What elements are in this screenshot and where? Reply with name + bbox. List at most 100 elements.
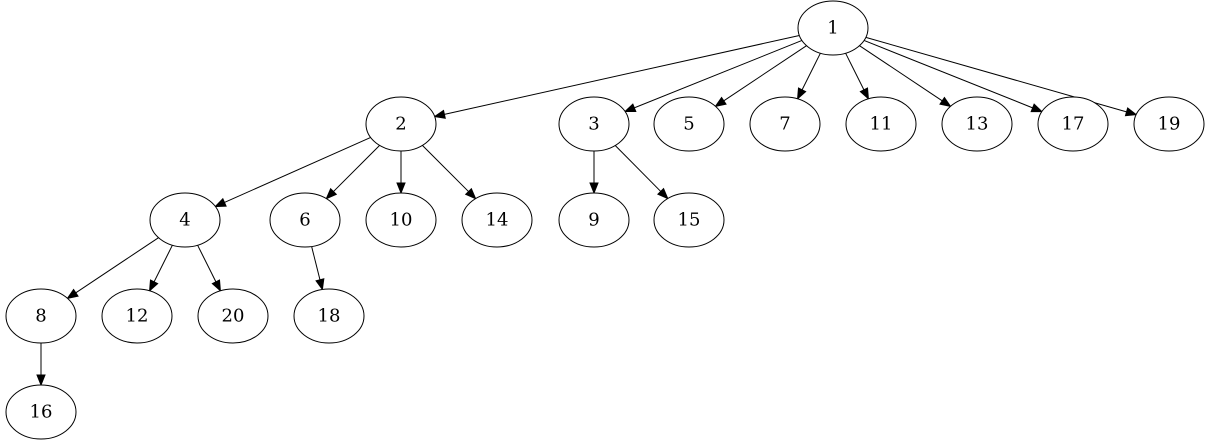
- edge-2-14: [422, 145, 477, 200]
- node-label: 10: [390, 210, 413, 231]
- edge-1-17: [863, 39, 1044, 113]
- edge-line: [153, 244, 173, 283]
- node-label: 14: [486, 210, 509, 231]
- node-9: 9: [558, 192, 630, 248]
- edges-layer: [36, 34, 1138, 387]
- edge-1-3: [623, 40, 803, 113]
- node-ellipse: [293, 288, 365, 344]
- node-label: 12: [126, 306, 149, 327]
- node-ellipse: [5, 384, 77, 440]
- edge-line: [224, 137, 371, 203]
- node-ellipse: [653, 192, 725, 248]
- edge-line: [634, 40, 803, 109]
- edge-line: [801, 52, 821, 91]
- arrowhead-icon: [211, 279, 222, 293]
- edge-line: [75, 237, 159, 294]
- arrowhead-icon: [66, 288, 79, 300]
- arrowhead-icon: [714, 96, 727, 108]
- node-label: 15: [678, 210, 701, 231]
- edge-3-15: [614, 145, 669, 200]
- node-5: 5: [653, 96, 725, 152]
- node-4: 4: [149, 192, 221, 248]
- edge-8-16: [36, 343, 46, 387]
- node-17: 17: [1037, 96, 1109, 152]
- node-18: 18: [293, 288, 365, 344]
- node-label: 20: [222, 306, 245, 327]
- arrowhead-icon: [1030, 103, 1044, 113]
- node-label: 5: [683, 114, 694, 135]
- node-label: 16: [30, 402, 53, 423]
- node-label: 3: [588, 114, 599, 135]
- node-label: 4: [179, 210, 190, 231]
- node-label: 2: [395, 114, 406, 135]
- node-label: 19: [1158, 114, 1181, 135]
- node-label: 13: [966, 114, 989, 135]
- node-ellipse: [5, 288, 77, 344]
- edge-2-10: [396, 151, 406, 195]
- arrowhead-icon: [148, 279, 159, 293]
- node-16: 16: [5, 384, 77, 440]
- node-2: 2: [365, 96, 437, 152]
- arrowhead-icon: [315, 278, 325, 291]
- node-15: 15: [653, 192, 725, 248]
- arrowhead-icon: [36, 374, 46, 387]
- node-label: 11: [870, 114, 893, 135]
- edge-line: [311, 246, 321, 280]
- node-11: 11: [845, 96, 917, 152]
- node-ellipse: [941, 96, 1013, 152]
- node-ellipse: [1037, 96, 1109, 152]
- node-ellipse: [269, 192, 341, 248]
- edge-line: [859, 45, 943, 102]
- arrowhead-icon: [464, 187, 477, 200]
- node-ellipse: [797, 0, 869, 56]
- edge-4-8: [66, 237, 159, 300]
- node-1: 1: [797, 0, 869, 56]
- arrowhead-icon: [325, 187, 338, 200]
- arrowhead-icon: [657, 187, 669, 200]
- edge-3-9: [589, 151, 599, 195]
- arrowhead-icon: [939, 96, 952, 108]
- node-19: 19: [1133, 96, 1205, 152]
- node-13: 13: [941, 96, 1013, 152]
- node-label: 8: [35, 306, 46, 327]
- edge-2-6: [325, 145, 380, 200]
- node-6: 6: [269, 192, 341, 248]
- edge-1-7: [796, 52, 821, 101]
- node-7: 7: [749, 96, 821, 152]
- arrowhead-icon: [796, 87, 807, 101]
- node-label: 9: [588, 210, 599, 231]
- node-10: 10: [365, 192, 437, 248]
- edge-2-4: [214, 137, 371, 208]
- edge-line: [614, 145, 662, 192]
- edge-line: [333, 145, 380, 192]
- edge-1-11: [845, 52, 870, 101]
- node-ellipse: [461, 192, 533, 248]
- edge-1-13: [859, 45, 952, 108]
- node-8: 8: [5, 288, 77, 344]
- edge-line: [197, 244, 217, 283]
- node-ellipse: [365, 192, 437, 248]
- edge-4-12: [148, 244, 173, 293]
- edge-line: [863, 39, 1033, 109]
- node-ellipse: [1133, 96, 1205, 152]
- node-ellipse: [149, 192, 221, 248]
- arrowhead-icon: [859, 87, 870, 101]
- node-ellipse: [653, 96, 725, 152]
- edge-6-18: [311, 246, 325, 291]
- node-ellipse: [197, 288, 269, 344]
- arrowhead-icon: [396, 182, 406, 195]
- edge-line: [723, 45, 807, 102]
- node-20: 20: [197, 288, 269, 344]
- edge-line: [845, 52, 865, 91]
- edge-line: [422, 145, 469, 192]
- node-3: 3: [558, 96, 630, 152]
- node-label: 1: [827, 18, 838, 39]
- edge-1-5: [714, 45, 807, 108]
- node-ellipse: [101, 288, 173, 344]
- node-ellipse: [558, 192, 630, 248]
- edge-line: [444, 34, 800, 115]
- node-ellipse: [365, 96, 437, 152]
- node-label: 7: [779, 114, 790, 135]
